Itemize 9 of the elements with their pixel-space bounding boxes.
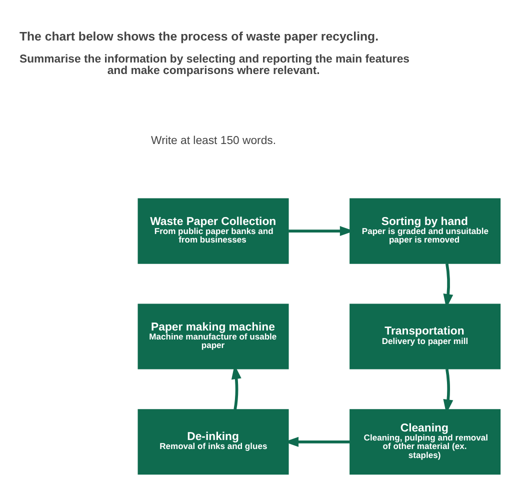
label: Summarise the information by selecting and reporting the main features and make comparisons where relevant. <box>20 53 410 76</box>
diagram-title: The chart below shows the process of waste paper recycling. <box>20 29 378 44</box>
node-box: Sorting by hand Paper is graded and unsuitable paper is removed <box>350 198 501 264</box>
node-box: Paper making machine Machine manufacture of usable paper <box>138 303 289 369</box>
node-box: Cleaning Cleaning, pulping and removal of other material (ex. staples) <box>350 408 501 474</box>
label: Write at least 150 words. <box>151 134 276 146</box>
node-box: De-inking Removal of inks and glues <box>138 408 289 474</box>
node-box: Waste Paper Collection From public paper banks and from businesses <box>138 198 289 264</box>
node-box: Transportation Delivery to paper mill <box>350 303 501 369</box>
